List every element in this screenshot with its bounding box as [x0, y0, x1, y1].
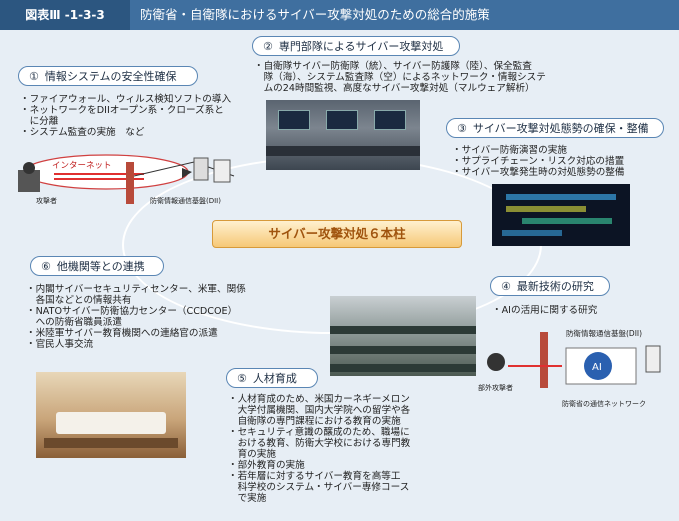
section-2-heading: 専門部隊によるサイバー攻撃対処: [278, 40, 444, 53]
section-5-line: 科学校のシステム・サイバー専修コース: [228, 482, 410, 493]
section-3-text: ・サイバー防衛演習の実施 ・サプライチェーン・リスク対応の措置 ・サイバー攻撃発…: [452, 145, 625, 178]
section-4-line: ・AIの活用に関する研究: [492, 305, 598, 316]
section-5-title: ⑤ 人材育成: [226, 368, 318, 388]
section-6-line: ・官民人事交流: [26, 339, 94, 350]
section-3-number: ③: [457, 122, 467, 135]
meeting-room-photo: [36, 372, 186, 458]
section-5-line: ・セキュリティ意識の醸成のため、職場に: [228, 427, 410, 438]
network-label: 防衛省の通信ネットワーク: [562, 399, 646, 408]
shield-icon: [182, 168, 192, 178]
section-3-line: ・サイバー攻撃発生時の対処態勢の整備: [452, 167, 625, 178]
training-classroom-photo: [330, 296, 476, 376]
server-icon: [193, 157, 209, 181]
section-2-text: ・自衛隊サイバー防衛隊（統）、サイバー防護隊（陸）、保全監査 隊（海）、システム…: [254, 61, 546, 94]
figure-title: 防衛省・自衛隊におけるサイバー攻撃対処のための総合的施策: [140, 7, 490, 22]
section-6-heading: 他機関等との連携: [56, 260, 145, 273]
section-2-line: 隊（海）、システム監査隊（空）によるネットワーク・情報システ: [254, 72, 546, 83]
section-4-text: ・AIの活用に関する研究: [492, 305, 597, 316]
ai-icon: [584, 352, 612, 380]
section-5-line: 大学付属機関、国内大学院への留学や各: [228, 405, 411, 416]
section-5-line: おける教育、防衛大学校における専門教: [228, 438, 411, 449]
attacker-icon: [18, 170, 40, 192]
section-1-line: ・システム監査の実施 など: [20, 127, 145, 138]
section-1-line: に分離: [20, 116, 59, 127]
section-5-text: ・人材育成のため、米国カーネギーメロン 大学付属機関、国内大学院への留学や各 自…: [228, 394, 410, 504]
firewall-icon: [126, 162, 134, 204]
section-5-line: ・若年層に対するサイバー教育を高等工: [228, 471, 401, 482]
section-6-title: ⑥ 他機関等との連携: [30, 256, 164, 276]
attacker-label: 攻撃者: [36, 196, 57, 205]
section-5-line: ・人材育成のため、米国カーネギーメロン: [228, 394, 410, 405]
section-4-title: ④ 最新技術の研究: [490, 276, 610, 296]
section-1-line: ・ファイアウォール、ウィルス検知ソフトの導入: [20, 94, 232, 105]
section-3-heading: サイバー攻撃対処態勢の確保・整備: [472, 122, 649, 135]
section-5-line: ・部外教育の実施: [228, 460, 305, 471]
ai-label: AI: [592, 362, 602, 373]
defense-exercise-screen: [492, 184, 630, 246]
section-6-text: ・内閣サイバーセキュリティセンター、米軍、関係 各国などとの情報共有 ・NATO…: [26, 284, 246, 350]
section-2-line: ・自衛隊サイバー防衛隊（統）、サイバー防護隊（陸）、保全監査: [254, 61, 532, 72]
section-4-heading: 最新技術の研究: [516, 280, 594, 293]
server-icon: [645, 345, 661, 373]
section-3-line: ・サイバー防衛演習の実施: [452, 145, 567, 156]
section-6-line: ・米陸軍サイバー教育機関への連絡官の派遣: [26, 328, 218, 339]
figure-id: 図表Ⅲ -1-3-3: [0, 0, 130, 30]
section-2-line: ムの24時間監視、高度なサイバー攻撃対処（マルウェア解析）: [254, 83, 535, 94]
center-label: サイバー攻撃対処６本柱: [212, 220, 462, 248]
section-1-line: ・ネットワークをDIIオープン系・クローズ系と: [20, 105, 224, 116]
server-icon: [213, 159, 231, 183]
section-1-number: ①: [29, 70, 39, 83]
section-1-heading: 情報システムの安全性確保: [44, 70, 177, 83]
cyber-unit-photo: [266, 100, 420, 170]
section-5-line: 自衛隊の専門課程における教育の実施: [228, 416, 401, 427]
section-5-line: で実施: [228, 493, 267, 504]
ai-research-diagram: 防衛情報通信基盤(DII) AI 部外攻撃者 防衛省の通信ネットワーク: [478, 328, 661, 408]
figure-header: 図表Ⅲ -1-3-3 防衛省・自衛隊におけるサイバー攻撃対処のための総合的施策: [0, 0, 679, 30]
section-5-number: ⑤: [237, 372, 247, 385]
section-5-line: 育の実施: [228, 449, 276, 460]
section-5-heading: 人材育成: [252, 372, 297, 385]
dii-label-4: 防衛情報通信基盤(DII): [566, 328, 642, 338]
section-4-number: ④: [501, 280, 511, 293]
section-6-line: 各国などとの情報共有: [26, 295, 132, 306]
section-3-line: ・サプライチェーン・リスク対応の措置: [452, 156, 625, 167]
section-2-number: ②: [263, 40, 273, 53]
section-1-title: ① 情報システムの安全性確保: [18, 66, 198, 86]
section-6-number: ⑥: [41, 260, 51, 273]
outside-attacker-icon: [487, 353, 505, 371]
section-3-title: ③ サイバー攻撃対処態勢の確保・整備: [446, 118, 664, 138]
security-diagram: インターネット 攻撃者 防衛情報通信基盤(DII): [18, 154, 235, 205]
internet-label: インターネット: [52, 161, 112, 171]
attacker-head-icon: [23, 162, 35, 174]
section-2-title: ② 専門部隊によるサイバー攻撃対処: [252, 36, 460, 56]
section-6-line: への防衛省職員派遣: [26, 317, 122, 328]
section-6-line: ・NATOサイバー防衛協力センター（CCDCOE）: [26, 306, 238, 317]
firewall-icon: [540, 332, 548, 388]
section-1-text: ・ファイアウォール、ウィルス検知ソフトの導入 ・ネットワークをDIIオープン系・…: [20, 94, 231, 138]
outside-attacker-label: 部外攻撃者: [478, 383, 513, 392]
section-6-line: ・内閣サイバーセキュリティセンター、米軍、関係: [26, 284, 246, 295]
dii-label: 防衛情報通信基盤(DII): [150, 196, 221, 205]
